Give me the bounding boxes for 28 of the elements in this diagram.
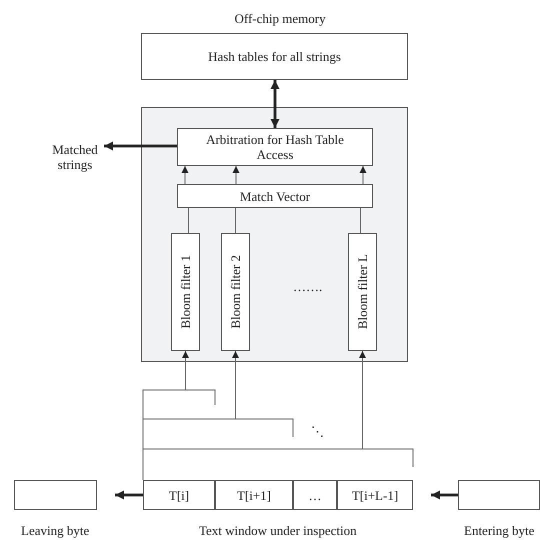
arrow [270, 80, 280, 128]
process-box: Match Vector [177, 184, 373, 208]
node-label: Entering byte [464, 523, 534, 538]
output-label: Matched strings [46, 140, 104, 174]
byte-box [14, 480, 97, 510]
process-box: Arbitration for Hash Table Access [177, 128, 373, 166]
process-box: Hash tables for all strings [141, 33, 408, 80]
text-window-cell: T[i+1] [215, 480, 293, 510]
arrow [104, 142, 177, 150]
node-label: Text window under inspection [199, 523, 357, 538]
byte-box [458, 480, 540, 510]
process-box: Bloom filter 2 [221, 233, 250, 351]
text-window-cell: … [293, 480, 337, 510]
diagonal-ellipsis: ⋱ [311, 424, 324, 439]
arrow [431, 490, 458, 500]
chip-panel [141, 107, 408, 362]
connector-line [360, 208, 361, 234]
arrow [360, 166, 366, 184]
process-box: Bloom filter L [348, 233, 377, 351]
connector-line [235, 208, 236, 234]
ellipsis-dots: ……. [293, 279, 322, 294]
arrow [115, 490, 143, 500]
arrow [232, 166, 240, 184]
node-label: Leaving byte [21, 523, 90, 538]
node-label: Off-chip memory [234, 11, 326, 26]
process-box: Bloom filter 1 [171, 233, 200, 351]
connector-line [188, 208, 189, 234]
arrow [182, 166, 188, 184]
